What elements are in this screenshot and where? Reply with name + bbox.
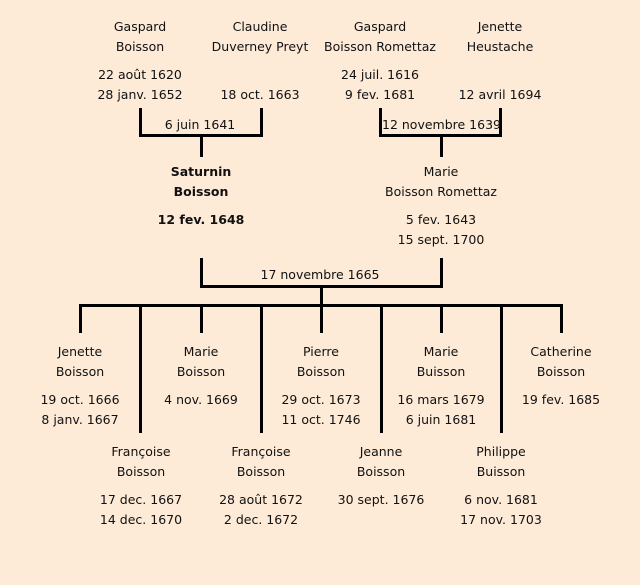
death-date: 28 janv. 1652 (97, 87, 183, 102)
death-date: 2 dec. 1672 (223, 512, 299, 527)
last-name: Boisson (296, 364, 346, 379)
person-card[interactable]: Marie Boisson 4 nov. 1669 (136, 342, 266, 410)
first-name: Marie (183, 344, 219, 359)
connector-line (260, 304, 263, 433)
connector-line (379, 108, 382, 137)
first-name: Françoise (111, 444, 171, 459)
connector-line (440, 134, 443, 157)
last-name: Boisson Romettaz (324, 39, 436, 54)
death-date: 8 janv. 1667 (41, 412, 119, 427)
connector-line (440, 258, 443, 288)
death-date: 6 juin 1681 (405, 412, 477, 427)
death-date: 11 oct. 1746 (281, 412, 361, 427)
birth-date (435, 65, 565, 85)
person-card[interactable]: Marie Boisson Romettaz 5 fev. 1643 15 se… (376, 162, 506, 250)
last-name: Boisson (236, 464, 286, 479)
person-card[interactable]: Jenette Boisson 19 oct. 1666 8 janv. 166… (15, 342, 145, 430)
connector-line (320, 304, 323, 333)
last-name: Heustache (466, 39, 534, 54)
connector-line (200, 304, 203, 333)
person-card[interactable]: Catherine Boisson 19 fev. 1685 (496, 342, 626, 410)
birth-date: 6 nov. 1681 (464, 492, 538, 507)
connector-line (200, 258, 203, 288)
last-name: Boisson (356, 464, 406, 479)
person-card[interactable]: Jeanne Boisson 30 sept. 1676 (316, 442, 446, 510)
connector-line (380, 304, 383, 433)
last-name: Boisson (536, 364, 586, 379)
birth-date: 24 juil. 1616 (341, 67, 419, 82)
person-card[interactable]: Claudine Duverney Preyt 18 oct. 1663 (195, 17, 325, 105)
connector-line (260, 108, 263, 137)
birth-date: 12 fev. 1648 (157, 212, 245, 227)
first-name: Jeanne (359, 444, 403, 459)
birth-date: 28 août 1672 (219, 492, 303, 507)
first-name: Catherine (530, 344, 592, 359)
last-name: Boisson (176, 364, 226, 379)
first-name: Pierre (303, 344, 339, 359)
person-card[interactable]: Gaspard Boisson Romettaz 24 juil. 1616 9… (315, 17, 445, 105)
last-name: Boisson (116, 464, 166, 479)
birth-date (195, 65, 325, 85)
marriage-date: 17 novembre 1665 (260, 267, 380, 282)
last-name: Buisson (416, 364, 466, 379)
death-date: 18 oct. 1663 (220, 87, 300, 102)
death-date: 12 avril 1694 (458, 87, 542, 102)
connector-line (320, 285, 323, 306)
first-name: Saturnin (170, 164, 232, 179)
birth-date: 16 mars 1679 (397, 392, 485, 407)
person-card[interactable]: Pierre Boisson 29 oct. 1673 11 oct. 1746 (256, 342, 386, 430)
birth-date: 19 fev. 1685 (521, 392, 601, 407)
birth-date: 5 fev. 1643 (405, 212, 477, 227)
connector-line (499, 108, 502, 137)
person-card[interactable]: Gaspard Boisson 22 août 1620 28 janv. 16… (75, 17, 205, 105)
first-name: Marie (423, 344, 459, 359)
birth-date: 4 nov. 1669 (164, 392, 238, 407)
connector-line (200, 134, 203, 157)
connector-line (139, 108, 142, 137)
marriage-date: 6 juin 1641 (164, 117, 236, 132)
first-name: Gaspard (113, 19, 167, 34)
person-card[interactable]: Marie Buisson 16 mars 1679 6 juin 1681 (376, 342, 506, 430)
first-name: Marie (423, 164, 459, 179)
connector-line (560, 304, 563, 333)
death-date: 14 dec. 1670 (99, 512, 183, 527)
last-name: Buisson (476, 464, 526, 479)
first-name: Gaspard (353, 19, 407, 34)
person-card[interactable]: Françoise Boisson 17 dec. 1667 14 dec. 1… (76, 442, 206, 530)
connector-line (440, 304, 443, 333)
last-name: Boisson (115, 39, 165, 54)
death-date: 17 nov. 1703 (460, 512, 542, 527)
person-card-highlighted[interactable]: Saturnin Boisson 12 fev. 1648 (136, 162, 266, 230)
last-name: Boisson (173, 184, 229, 199)
birth-date: 17 dec. 1667 (99, 492, 183, 507)
first-name: Philippe (476, 444, 526, 459)
birth-date: 29 oct. 1673 (281, 392, 361, 407)
birth-date: 19 oct. 1666 (40, 392, 120, 407)
marriage-date: 12 novembre 1639 (382, 117, 501, 132)
connector-line (139, 304, 142, 433)
first-name: Jenette (57, 344, 103, 359)
last-name: Boisson Romettaz (385, 184, 497, 199)
first-name: Jenette (477, 19, 523, 34)
last-name: Duverney Preyt (211, 39, 309, 54)
birth-date: 22 août 1620 (98, 67, 182, 82)
first-name: Françoise (231, 444, 291, 459)
connector-line (79, 304, 82, 333)
person-card[interactable]: Philippe Buisson 6 nov. 1681 17 nov. 170… (436, 442, 566, 530)
birth-date: 30 sept. 1676 (337, 492, 425, 507)
death-date: 9 fev. 1681 (344, 87, 416, 102)
connector-line (500, 304, 503, 433)
last-name: Boisson (55, 364, 105, 379)
first-name: Claudine (232, 19, 288, 34)
person-card[interactable]: Jenette Heustache 12 avril 1694 (435, 17, 565, 105)
death-date: 15 sept. 1700 (397, 232, 485, 247)
person-card[interactable]: Françoise Boisson 28 août 1672 2 dec. 16… (196, 442, 326, 530)
